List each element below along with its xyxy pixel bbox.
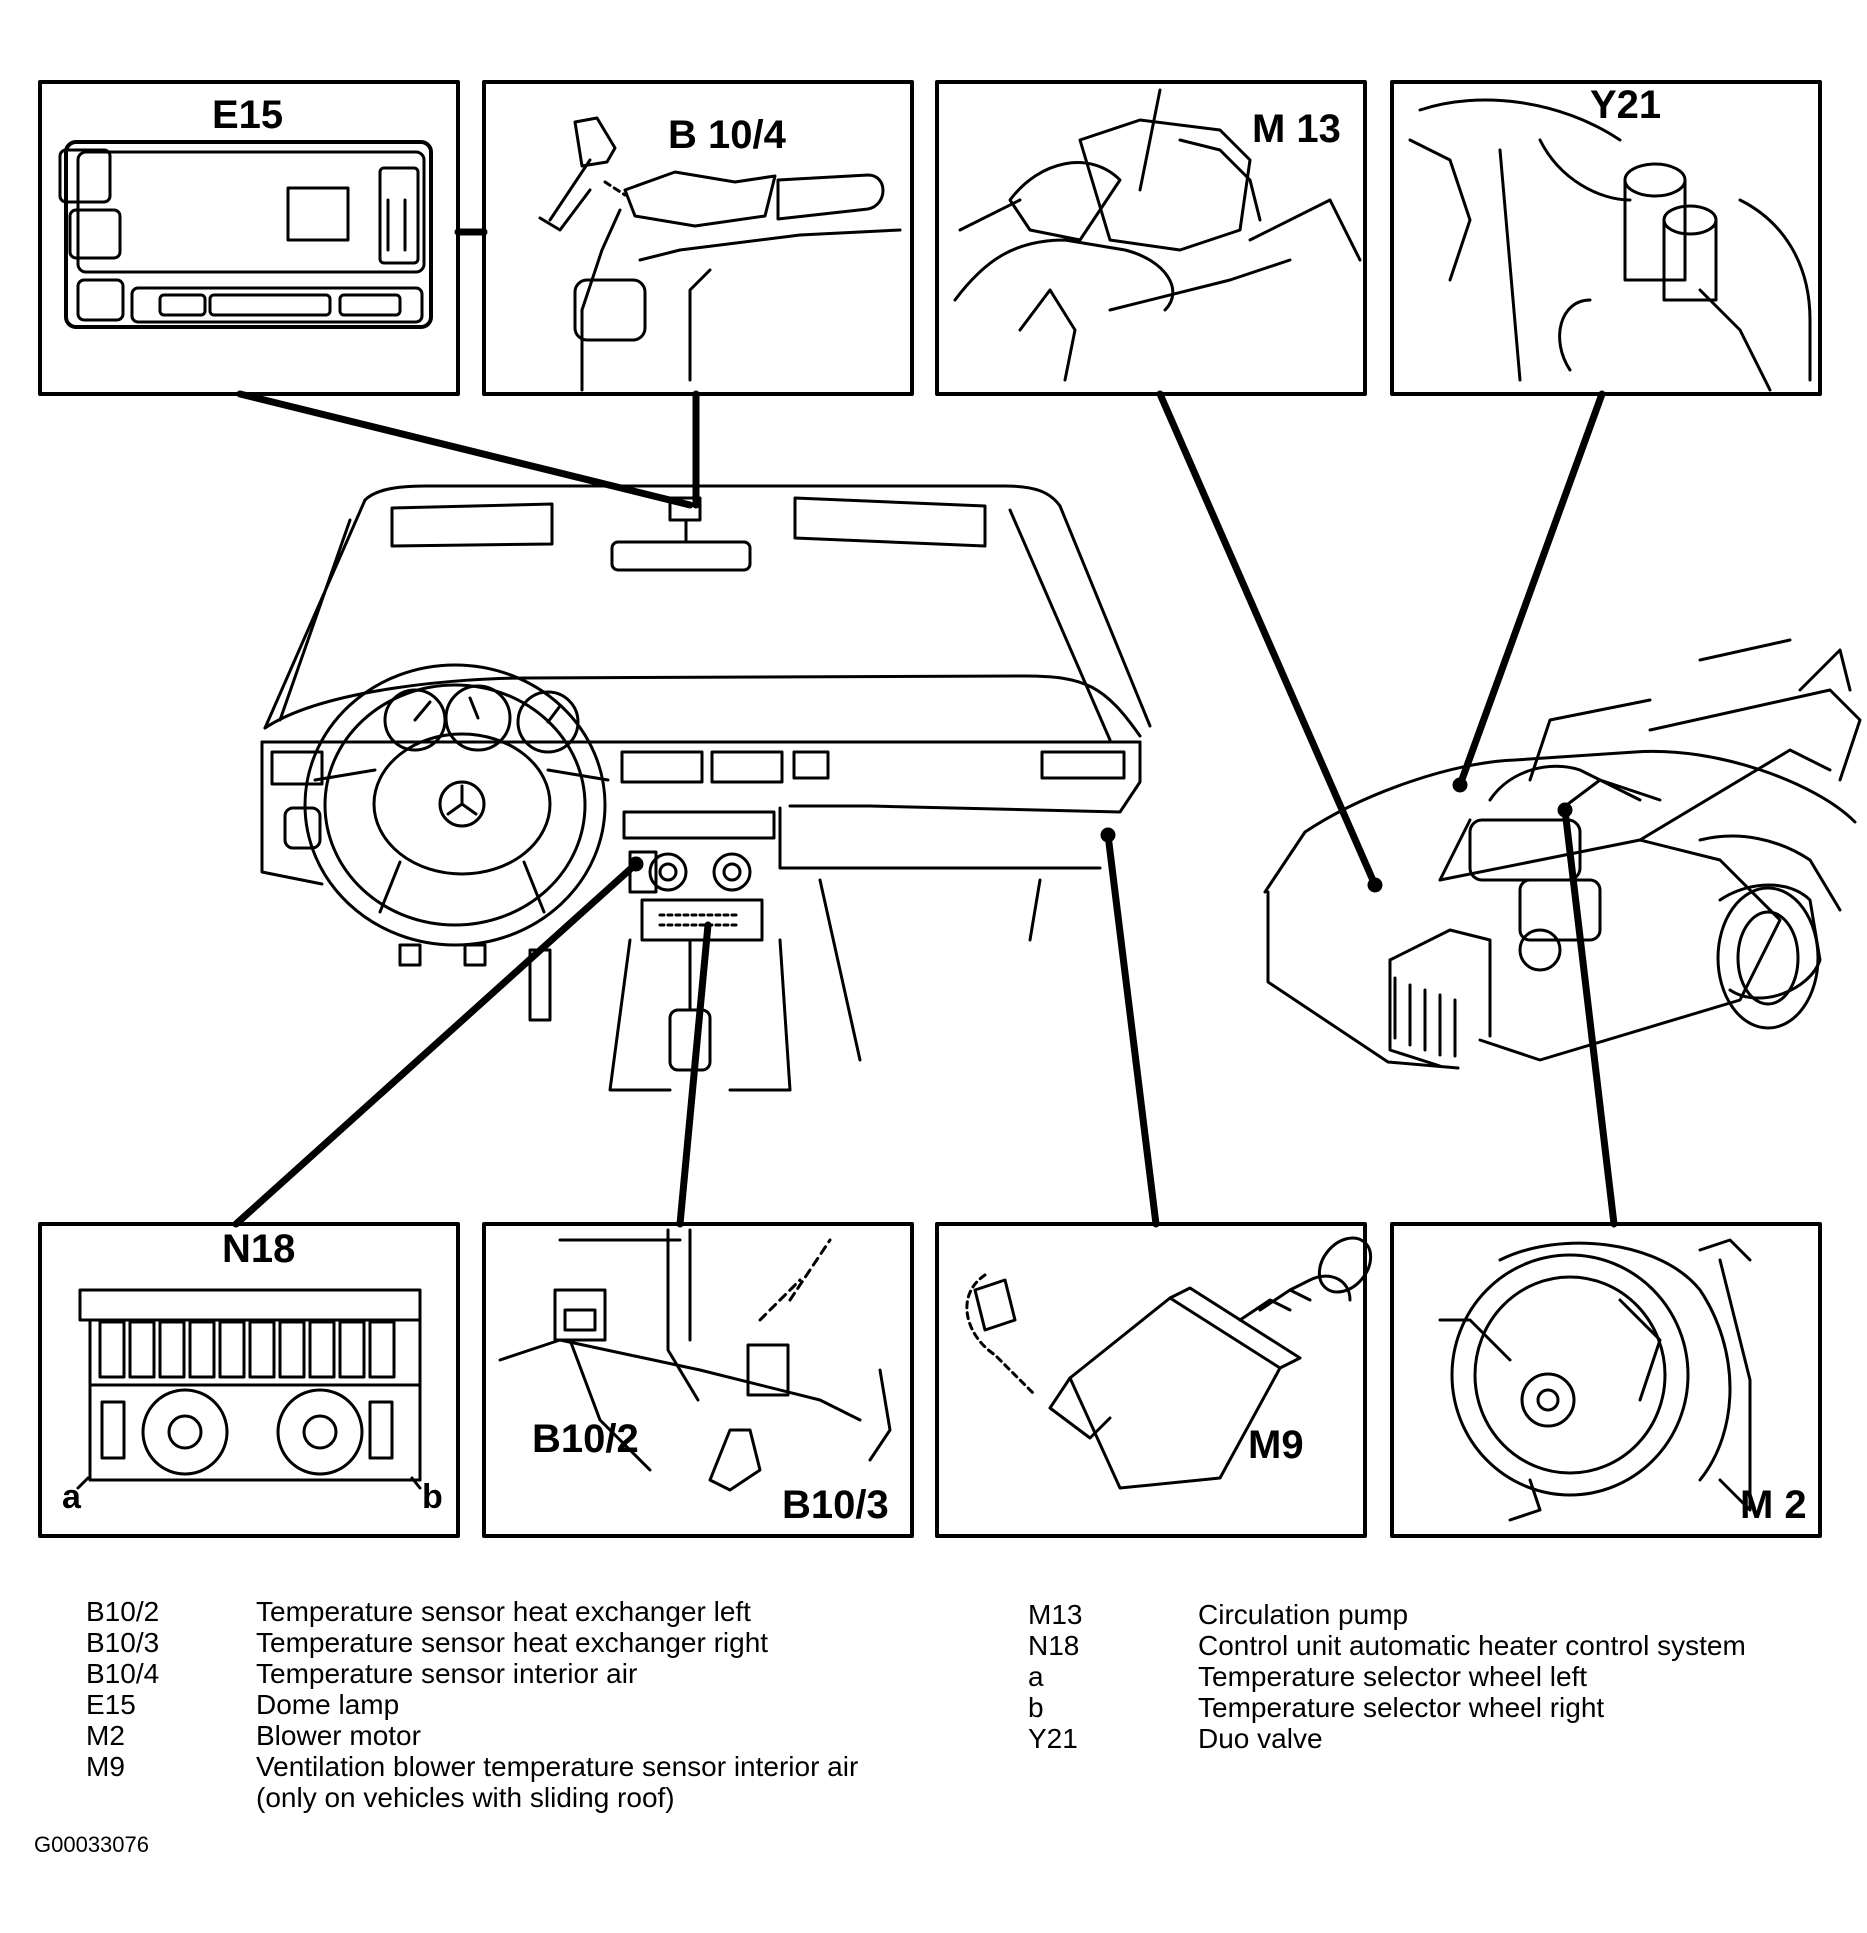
legend-row: M9 Ventilation blower temperature sensor … — [86, 1751, 858, 1782]
legend-code: B10/4 — [86, 1658, 160, 1689]
n18-label-b: b — [422, 1478, 443, 1516]
legend-code: a — [1028, 1661, 1044, 1692]
legend-row: B10/2 Temperature sensor heat exchanger l… — [86, 1596, 858, 1627]
legend-desc: (only on vehicles with sliding roof) — [256, 1782, 675, 1813]
dashboard-illustration — [260, 484, 1152, 1092]
legend-left: B10/2 Temperature sensor heat exchanger l… — [86, 1596, 858, 1813]
panel-b10-2-b10-3: B10/2 B10/3 — [482, 1222, 914, 1538]
legend-desc: Temperature sensor interior air — [256, 1658, 638, 1689]
legend-desc: Ventilation blower temperature sensor in… — [256, 1751, 859, 1782]
legend-row: b Temperature selector wheel right — [1028, 1692, 1746, 1723]
panel-n18: N18 a b — [38, 1222, 460, 1538]
legend-desc: Temperature selector wheel right — [1198, 1692, 1605, 1723]
legend-desc: Circulation pump — [1198, 1599, 1409, 1630]
legend-desc: Temperature sensor heat exchanger left — [256, 1596, 751, 1627]
panel-e15: E15 — [38, 80, 460, 396]
component-location-diagram: E15 B 10/4 — [38, 80, 1862, 1538]
legend-code: Y21 — [1028, 1723, 1078, 1754]
panel-y21: Y21 — [1390, 80, 1822, 396]
engine-bay-illustration — [1263, 638, 1862, 1070]
legend-row: E15 Dome lamp — [86, 1689, 858, 1720]
legend-desc: Blower motor — [256, 1720, 421, 1751]
figure-id: G00033076 — [34, 1832, 149, 1857]
panel-label-y21: Y21 — [1590, 83, 1661, 127]
legend-code: M2 — [86, 1720, 125, 1751]
n18-label-a: a — [62, 1478, 82, 1516]
legend-code: b — [1028, 1692, 1044, 1723]
legend-desc: Control unit automatic heater control sy… — [1198, 1630, 1746, 1661]
panel-label-b10-3: B10/3 — [782, 1483, 889, 1527]
legend-code: M13 — [1028, 1599, 1083, 1630]
panel-m2: M 2 — [1390, 1222, 1822, 1538]
panel-label-e15: E15 — [212, 93, 283, 137]
legend-code: M9 — [86, 1751, 125, 1782]
legend-row: M13 Circulation pump — [1028, 1599, 1746, 1630]
legend-code: E15 — [86, 1689, 136, 1720]
legend-row: a Temperature selector wheel left — [1028, 1661, 1746, 1692]
legend-desc: Temperature selector wheel left — [1198, 1661, 1588, 1692]
leader-lines — [232, 390, 1618, 1228]
panel-label-b10-4: B 10/4 — [668, 113, 787, 157]
panel-m9: M9 — [935, 1222, 1373, 1538]
panel-label-m13: M 13 — [1252, 107, 1341, 151]
legend-code — [86, 1782, 256, 1813]
legend-code: B10/3 — [86, 1627, 160, 1658]
legend-code: B10/2 — [86, 1596, 160, 1627]
legend-desc: Dome lamp — [256, 1689, 400, 1720]
legend-right: M13 Circulation pump N18 Control unit auto… — [1028, 1599, 1746, 1754]
legend-row: B10/3 Temperature sensor heat exchanger r… — [86, 1627, 858, 1658]
legend-row: Y21 Duo valve — [1028, 1723, 1746, 1754]
legend-row: (only on vehicles with sliding roof) — [86, 1782, 858, 1813]
legend-row: B10/4 Temperature sensor interior air — [86, 1658, 858, 1689]
legend-desc: Temperature sensor heat exchanger right — [256, 1627, 769, 1658]
panel-label-m9: M9 — [1248, 1423, 1304, 1467]
legend-desc: Duo valve — [1198, 1723, 1323, 1754]
panel-m13: M 13 — [935, 80, 1367, 396]
legend-row: N18 Control unit automatic heater control… — [1028, 1630, 1746, 1661]
panel-label-m2: M 2 — [1740, 1483, 1807, 1527]
legend-row: M2 Blower motor — [86, 1720, 858, 1751]
panel-b10-4: B 10/4 — [482, 80, 914, 396]
panel-label-n18: N18 — [222, 1227, 295, 1271]
legend-code: N18 — [1028, 1630, 1080, 1661]
panel-label-b10-2: B10/2 — [532, 1417, 639, 1461]
